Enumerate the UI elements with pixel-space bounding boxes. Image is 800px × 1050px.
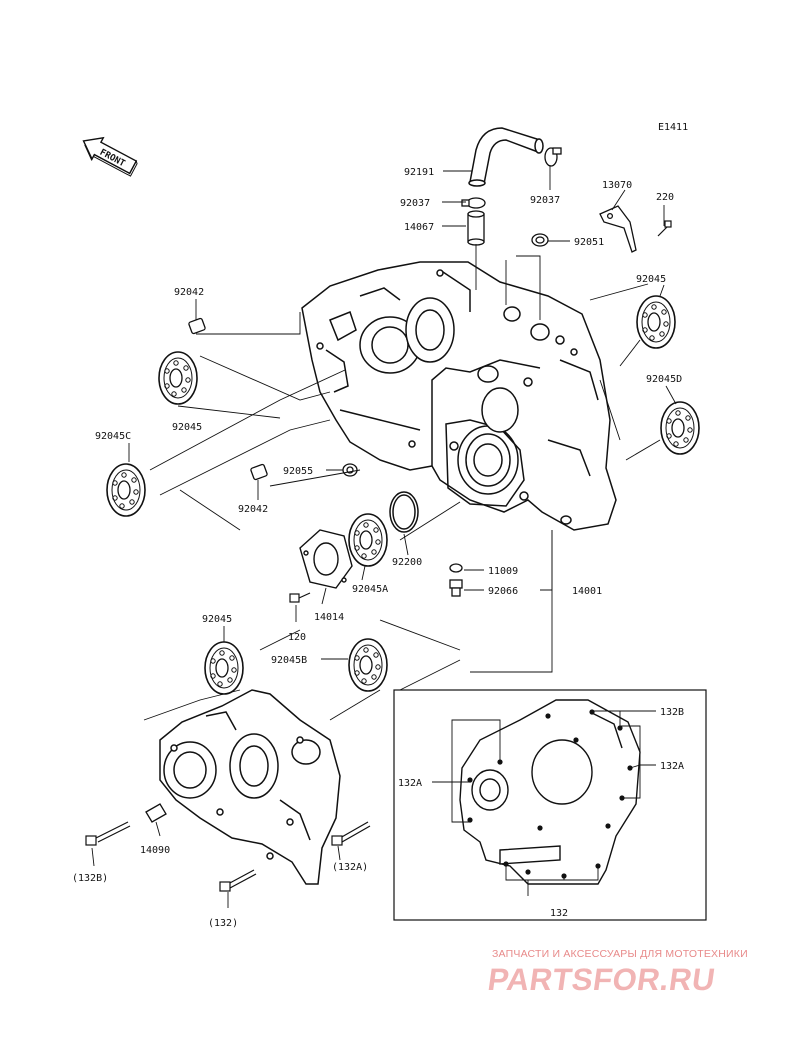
breather-hose [468, 127, 544, 187]
label-92037-right: 92037 [530, 195, 560, 206]
bolt-132B [85, 821, 131, 846]
label-92045-upper-right: 92045 [636, 274, 666, 285]
bolt-132 [219, 869, 257, 892]
label-92045A: 92045A [352, 584, 388, 595]
front-direction-arrow: FRONT [82, 136, 138, 177]
watermark-tagline: ЗАПЧАСТИ И АКСЕССУАРЫ ДЛЯ МОТОТЕХНИКИ [492, 948, 748, 960]
label-92042-mid: 92042 [238, 504, 268, 515]
bolt-220 [657, 220, 672, 237]
watermark-logo: PARTSFOR.RU [485, 962, 718, 997]
inset-bolt-location-box [393, 689, 707, 921]
washer-11009 [449, 563, 463, 573]
part-labels: E1411 92191 92037 92037 14067 13070 220 … [72, 122, 688, 929]
bearing-92045B [348, 638, 388, 692]
label-14014: 14014 [314, 612, 344, 623]
label-132A-inset-left: 132A [398, 778, 422, 789]
label-92191: 92191 [404, 167, 434, 178]
seal-92051 [531, 233, 549, 247]
label-120: 120 [288, 632, 306, 643]
bolt-132A [331, 821, 371, 846]
bearing-92045C [106, 463, 146, 517]
hose-clamp-right [544, 147, 562, 167]
plug-92055 [342, 463, 358, 477]
bearing-92045-lower [204, 641, 244, 695]
dowel-pin-92042-mid [250, 463, 268, 481]
dowel-pin-92042-top [188, 317, 206, 335]
breather-fitting [467, 210, 485, 246]
crankcase-upper [301, 261, 617, 531]
leader-lines [91, 165, 677, 908]
drain-plug-92066 [449, 579, 463, 597]
label-92200: 92200 [392, 557, 422, 568]
bracket-13070 [599, 205, 637, 253]
bearing-92045D [660, 401, 700, 455]
label-92051: 92051 [574, 237, 604, 248]
label-92066: 92066 [488, 586, 518, 597]
label-92045D: 92045D [646, 374, 682, 385]
label-132-inset: 132 [550, 908, 568, 919]
bearing-92045-left [158, 351, 198, 405]
label-14067: 14067 [404, 222, 434, 233]
label-11009: 11009 [488, 566, 518, 577]
o-ring-92200 [389, 491, 419, 533]
bearing-92045A [348, 513, 388, 567]
label-132-paren: (132) [208, 918, 238, 929]
crankcase-lower [159, 689, 341, 885]
label-132B-inset: 132B [660, 707, 684, 718]
label-92042-top: 92042 [174, 287, 204, 298]
bolt-120 [289, 592, 311, 603]
bracket-14090 [145, 803, 167, 823]
hose-clamp-left [461, 197, 486, 209]
diagram-code: E1411 [658, 122, 688, 133]
label-92045-left: 92045 [172, 422, 202, 433]
label-13070: 13070 [602, 180, 632, 191]
label-92055: 92055 [283, 466, 313, 477]
label-14001: 14001 [572, 586, 602, 597]
label-92045B: 92045B [271, 655, 307, 666]
label-92045C: 92045C [95, 431, 131, 442]
label-220: 220 [656, 192, 674, 203]
label-132B-paren: (132B) [72, 873, 108, 884]
label-132A-inset-right: 132A [660, 761, 684, 772]
label-132A-paren: (132A) [332, 862, 368, 873]
label-92045-lower: 92045 [202, 614, 232, 625]
plate-14014 [299, 529, 353, 589]
bearing-92045-upper-right [636, 295, 676, 349]
label-92037-left: 92037 [400, 198, 430, 209]
label-14090: 14090 [140, 845, 170, 856]
